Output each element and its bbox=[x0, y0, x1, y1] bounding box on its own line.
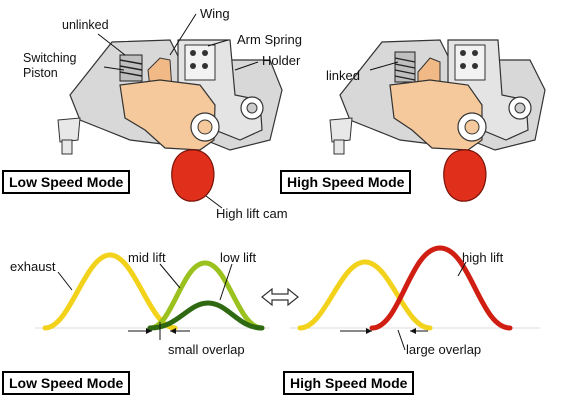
high-lift-cam-icon bbox=[171, 149, 215, 202]
mode-label-high-speed-bottom: High Speed Mode bbox=[283, 371, 415, 395]
mode-label-low-speed-bottom: Low Speed Mode bbox=[2, 371, 131, 395]
label-holder: Holder bbox=[262, 53, 301, 68]
label-low-lift: low lift bbox=[220, 250, 257, 265]
high-lift-cam-icon bbox=[443, 149, 487, 202]
lift-curves-low-speed bbox=[35, 252, 270, 340]
label-wing: Wing bbox=[200, 6, 230, 21]
rocker-assembly-high-speed bbox=[329, 39, 546, 202]
label-linked: linked bbox=[326, 68, 360, 83]
label-mid-lift: mid lift bbox=[128, 250, 166, 265]
lift-curves-high-speed bbox=[290, 245, 540, 351]
label-small-overlap: small overlap bbox=[168, 342, 245, 357]
label-large-overlap: large overlap bbox=[406, 342, 482, 357]
label-exhaust: exhaust bbox=[10, 259, 56, 274]
double-arrow-icon bbox=[261, 287, 299, 307]
exhaust-curve bbox=[297, 259, 433, 331]
label-unlinked: unlinked bbox=[62, 18, 109, 32]
high-lift-curve bbox=[369, 245, 513, 331]
label-arm-spring: Arm Spring bbox=[237, 32, 303, 47]
mid-lift-curve bbox=[147, 260, 265, 331]
rocker-assembly-low-speed bbox=[57, 13, 283, 209]
label-high-lift: high lift bbox=[462, 250, 504, 265]
label-high-lift-cam: High lift cam bbox=[216, 206, 288, 221]
label-switching-piston: Switching Piston bbox=[23, 51, 77, 80]
mode-label-high-speed-top: High Speed Mode bbox=[280, 170, 412, 194]
low-lift-curve bbox=[147, 300, 265, 331]
exhaust-curve bbox=[42, 252, 178, 331]
mode-label-low-speed-top: Low Speed Mode bbox=[2, 170, 131, 194]
